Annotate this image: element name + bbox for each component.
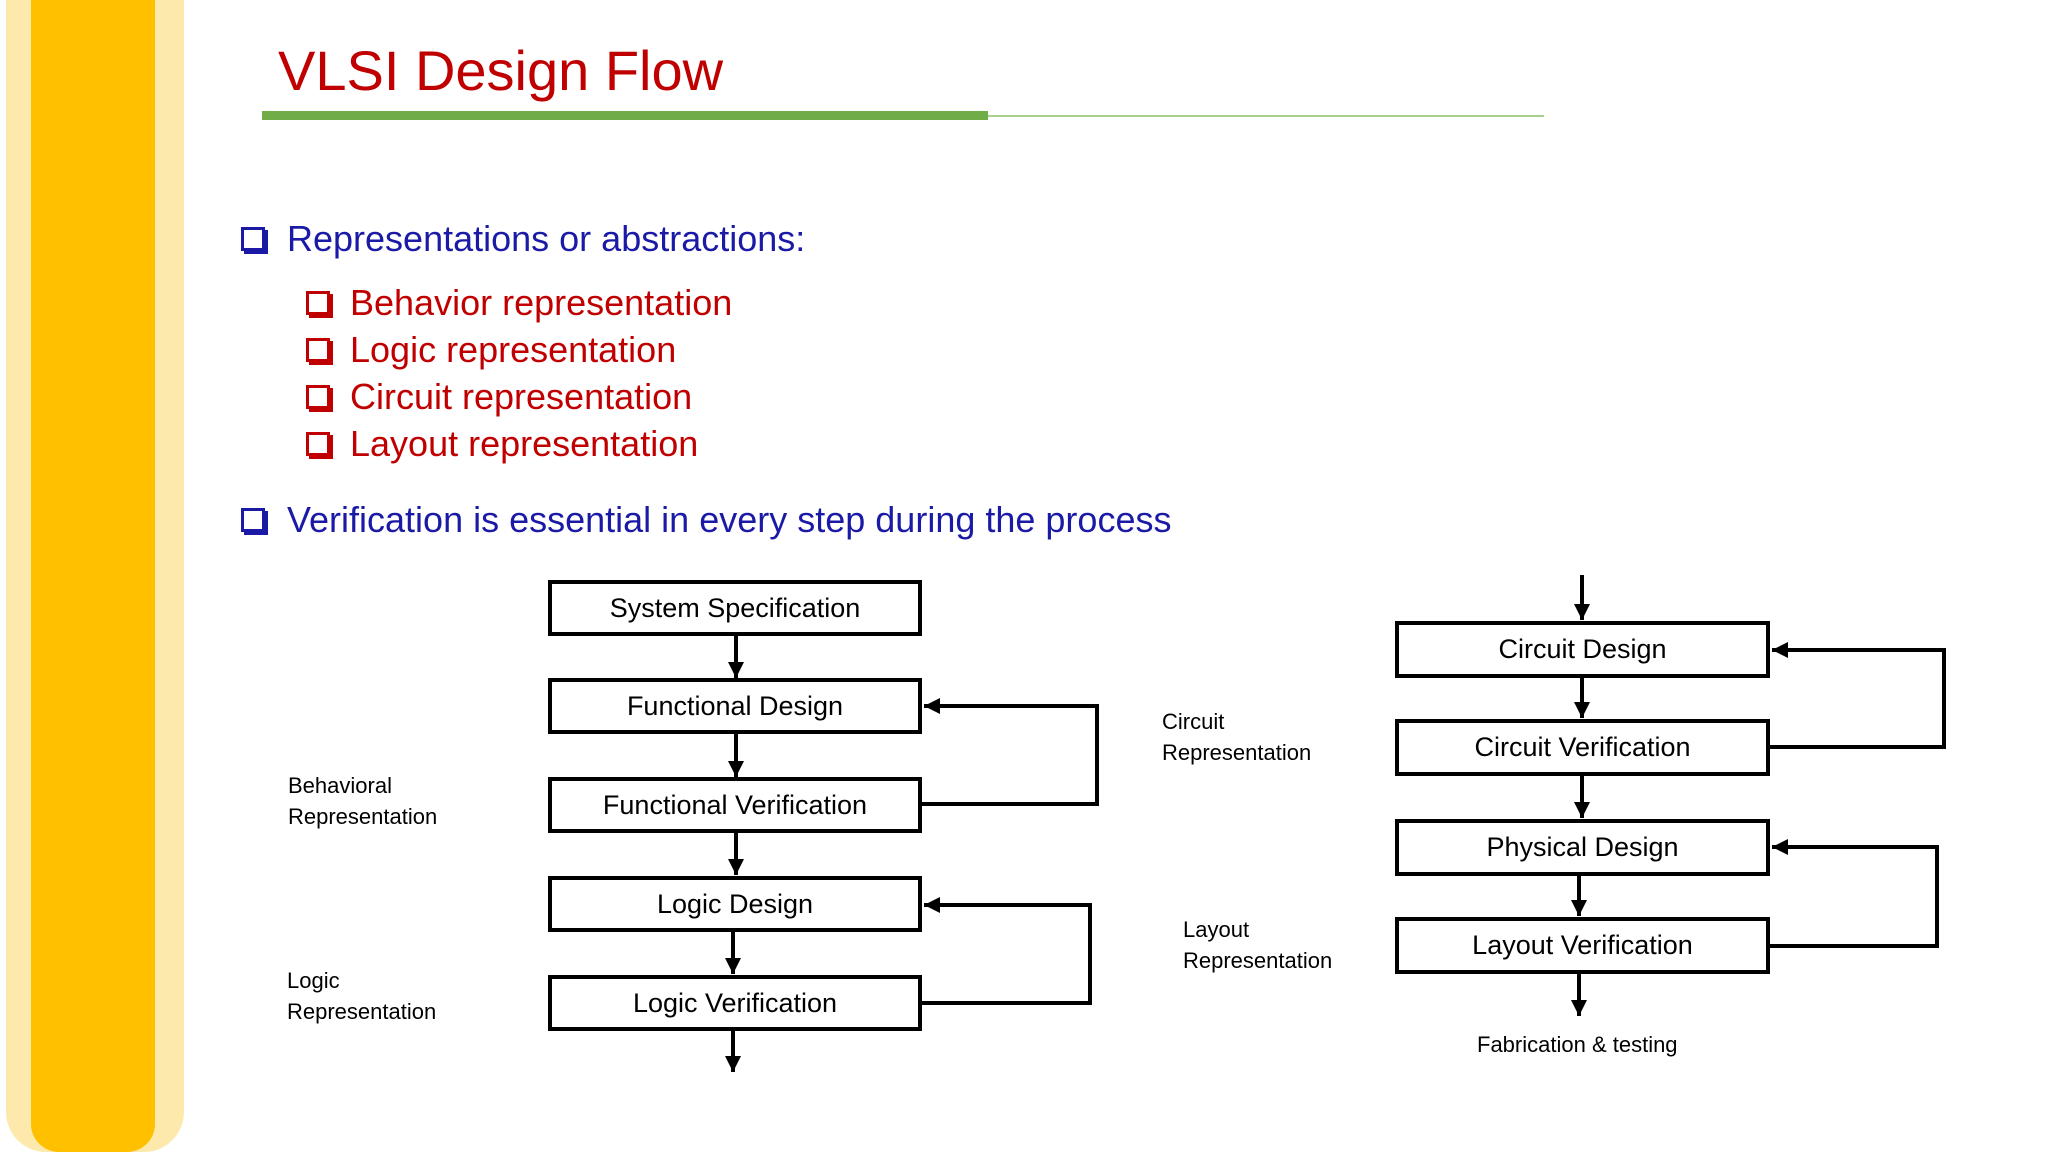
sub-bullet-layout: Layout representation (306, 423, 698, 465)
label-line: Circuit (1162, 709, 1225, 734)
sub-bullet-text: Logic representation (350, 329, 677, 370)
fabrication-testing-label: Fabrication & testing (1477, 1032, 1678, 1057)
label-line: Logic (287, 968, 340, 993)
system-specification-box: System Specification (548, 580, 922, 636)
logic-verification-box: Logic Verification (548, 975, 922, 1031)
box-label: Circuit Verification (1474, 732, 1691, 762)
checkbox-bullet-icon (306, 338, 330, 362)
checkbox-bullet-icon (306, 432, 330, 456)
checkbox-bullet-icon (241, 227, 265, 251)
bullet-text: Verification is essential in every step … (287, 499, 1172, 540)
feedback-circuit-loop (1770, 642, 1946, 749)
title-underline-thick (262, 111, 988, 120)
bullet-verification: Verification is essential in every step … (241, 499, 1171, 541)
sub-bullet-text: Behavior representation (350, 282, 733, 323)
circuit-verification-box: Circuit Verification (1395, 719, 1770, 776)
sub-bullet-logic: Logic representation (306, 329, 676, 371)
slide-title: VLSI Design Flow (278, 39, 724, 102)
label-line: Representation (288, 804, 438, 829)
sub-bullet-behavior: Behavior representation (306, 282, 732, 324)
functional-design-box: Functional Design (548, 678, 922, 734)
layout-representation-label: Layout Representation (1183, 914, 1332, 976)
checkbox-bullet-icon (306, 385, 330, 409)
box-label: System Specification (609, 592, 861, 623)
checkbox-bullet-icon (306, 291, 330, 315)
physical-design-box: Physical Design (1395, 819, 1770, 876)
circuit-design-box: Circuit Design (1395, 621, 1770, 678)
layout-verification-box: Layout Verification (1395, 917, 1770, 974)
box-label: Logic Verification (632, 987, 838, 1018)
box-label: Circuit Design (1498, 634, 1667, 664)
label-line: Behavioral (288, 773, 392, 798)
label-line: Representation (287, 999, 437, 1024)
circuit-representation-label: Circuit Representation (1162, 706, 1311, 768)
box-label: Functional Design (626, 690, 844, 721)
box-label: Functional Verification (602, 789, 868, 820)
label-line: Layout (1183, 917, 1250, 942)
label-line: Representation (1162, 740, 1312, 765)
bullet-text: Representations or abstractions: (287, 218, 806, 259)
behavioral-representation-label: Behavioral Representation (288, 770, 437, 832)
sub-bullet-text: Layout representation (350, 423, 699, 464)
sidebar-band-inner (31, 0, 155, 1152)
bullet-representations: Representations or abstractions: (241, 218, 805, 260)
checkbox-bullet-icon (241, 508, 265, 532)
sub-bullet-circuit: Circuit representation (306, 376, 692, 418)
box-label: Physical Design (1486, 832, 1679, 862)
title-underline-thin (988, 115, 1544, 117)
logic-representation-label: Logic Representation (287, 965, 436, 1027)
box-label: Layout Verification (1472, 930, 1693, 960)
feedback-functional-loop (922, 698, 1099, 806)
functional-verification-box: Functional Verification (548, 777, 922, 833)
logic-design-box: Logic Design (548, 876, 922, 932)
sub-bullet-text: Circuit representation (350, 376, 693, 417)
label-line: Representation (1183, 948, 1333, 973)
box-label: Logic Design (656, 888, 814, 919)
feedback-layout-loop (1770, 839, 1939, 948)
feedback-logic-loop (922, 897, 1092, 1005)
